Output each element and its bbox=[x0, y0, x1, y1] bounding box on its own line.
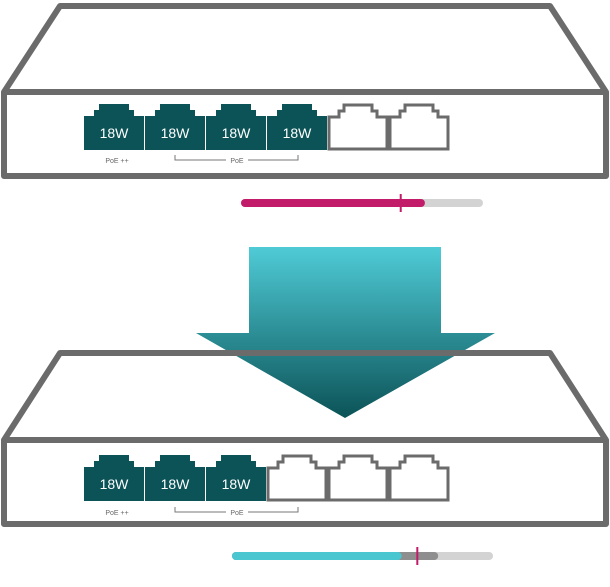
rj45-port-icon bbox=[206, 104, 266, 150]
rj45-port-icon bbox=[388, 103, 450, 151]
rj45-port-icon bbox=[327, 454, 389, 502]
port-power-label: 18W bbox=[161, 125, 191, 141]
top-port-row: 18W 18W 18W 18W bbox=[84, 103, 450, 151]
port-power-label: 18W bbox=[100, 125, 130, 141]
bottom-poe-plus-group: PoE ++ bbox=[105, 510, 128, 517]
bottom-poe-group: PoE bbox=[174, 507, 299, 517]
top-port-3: 18W bbox=[206, 104, 266, 150]
bottom-port-3: 18W bbox=[206, 455, 266, 501]
rj45-port-icon bbox=[327, 103, 389, 151]
rj45-port-icon bbox=[267, 104, 327, 150]
port-power-label: 18W bbox=[100, 476, 130, 492]
poe-plus-label: PoE ++ bbox=[105, 510, 128, 517]
top-port-4: 18W bbox=[267, 104, 327, 150]
bottom-switch: 18W 18W 18W PoE ++ PoE bbox=[1, 350, 609, 527]
top-poe-group: PoE bbox=[174, 155, 299, 165]
bottom-power-bar bbox=[232, 547, 493, 565]
bottom-port-2: 18W bbox=[145, 455, 205, 501]
top-port-5 bbox=[327, 103, 389, 151]
poe-label: PoE bbox=[230, 510, 244, 517]
rj45-port-icon bbox=[388, 454, 450, 502]
bottom-port-4 bbox=[266, 454, 328, 502]
poe-label: PoE bbox=[230, 158, 244, 165]
power-bar-fill bbox=[241, 199, 425, 207]
top-port-6 bbox=[388, 103, 450, 151]
poe-bracket-gap bbox=[226, 507, 248, 517]
bottom-port-row: 18W 18W 18W bbox=[84, 454, 450, 502]
rj45-port-icon bbox=[266, 454, 328, 502]
port-power-label: 18W bbox=[161, 476, 191, 492]
poe-plus-label: PoE ++ bbox=[105, 158, 128, 165]
rj45-port-icon bbox=[145, 104, 205, 150]
poe-bracket-gap bbox=[226, 155, 248, 165]
port-power-label: 18W bbox=[283, 125, 313, 141]
bottom-port-6 bbox=[388, 454, 450, 502]
rj45-port-icon bbox=[84, 104, 144, 150]
bottom-port-5 bbox=[327, 454, 389, 502]
top-port-1: 18W bbox=[84, 104, 144, 150]
top-port-2: 18W bbox=[145, 104, 205, 150]
rj45-port-icon bbox=[145, 455, 205, 501]
top-power-bar bbox=[241, 194, 483, 212]
bottom-port-1: 18W bbox=[84, 455, 144, 501]
power-bar-fill bbox=[232, 552, 402, 560]
rj45-port-icon bbox=[206, 455, 266, 501]
port-power-label: 18W bbox=[222, 125, 252, 141]
top-poe-plus-group: PoE ++ bbox=[105, 158, 128, 165]
down-arrow-icon bbox=[196, 247, 495, 418]
top-switch: 18W 18W 18W 18W PoE ++ PoE bbox=[1, 3, 609, 179]
rj45-port-icon bbox=[84, 455, 144, 501]
port-power-label: 18W bbox=[222, 476, 252, 492]
